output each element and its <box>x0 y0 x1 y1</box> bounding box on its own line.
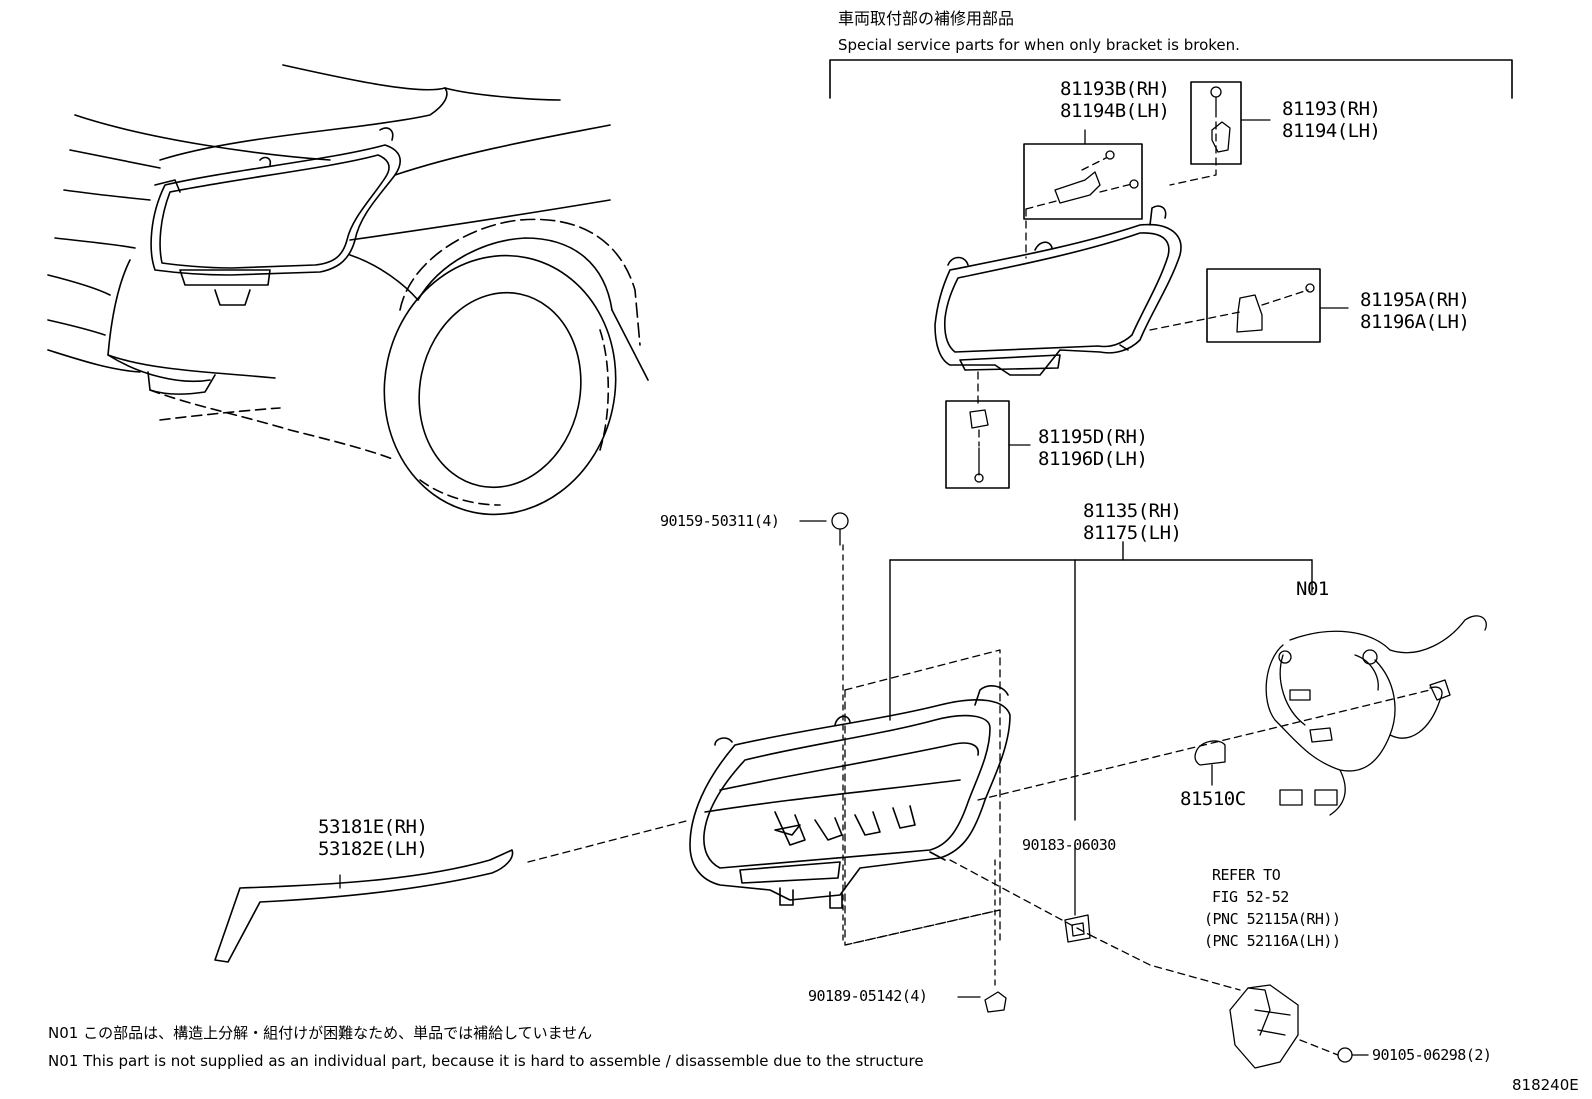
refer-line-4: (PNC 52116A(LH)) <box>1204 932 1341 950</box>
label-90159: 90159-50311(4) <box>660 512 780 530</box>
bulb-leader <box>977 689 1431 801</box>
small-headlamp <box>934 205 1182 376</box>
label-81196D: 81196D(LH) <box>1038 448 1148 470</box>
wire-harness-N01 <box>1265 615 1487 816</box>
molding-53181E <box>214 849 514 963</box>
clip-90183 <box>1064 844 1091 943</box>
assembly-bracket <box>889 541 1313 821</box>
header-title-jp: 車両取付部の補修用部品 <box>838 9 1015 28</box>
label-90189: 90189-05142(4) <box>808 987 928 1005</box>
label-81175: 81175(LH) <box>1083 522 1182 544</box>
label-90183: 90183-06030 <box>1022 836 1116 854</box>
label-81194: 81194(LH) <box>1282 120 1381 142</box>
dashed-leaders-bottom <box>949 859 1339 1056</box>
figure-id: 818240E <box>1512 1076 1579 1094</box>
molding-leader <box>527 819 691 863</box>
label-81195D: 81195D(RH) <box>1038 426 1148 448</box>
refer-line-1: REFER TO <box>1212 866 1281 884</box>
bracket-parts <box>969 86 1315 483</box>
label-N01: N01 <box>1296 578 1329 600</box>
car-front-view <box>47 64 649 516</box>
label-81196A: 81196A(LH) <box>1360 311 1470 333</box>
screw-90159 <box>799 512 849 941</box>
note-jp: N01 この部品は、構造上分解・組付けが困難なため、単品では補給していません <box>48 1024 593 1042</box>
special-parts-bracket <box>829 59 1513 99</box>
clip-90189 <box>957 854 1007 1013</box>
label-90105: 90105-06298(2) <box>1372 1046 1492 1064</box>
label-81194B: 81194B(LH) <box>1060 100 1170 122</box>
label-81135: 81135(RH) <box>1083 500 1182 522</box>
label-81193B: 81193B(RH) <box>1060 78 1170 100</box>
refer-line-3: (PNC 52115A(RH)) <box>1204 910 1341 928</box>
bulb-81510C <box>1194 740 1226 786</box>
label-81195A: 81195A(RH) <box>1360 289 1470 311</box>
lower-bracket <box>1229 984 1369 1069</box>
dashed-leaders-top <box>977 109 1309 447</box>
leaders-top <box>1008 119 1349 446</box>
label-53181E: 53181E(RH) <box>318 816 428 838</box>
main-headlamp <box>689 685 1011 909</box>
label-81193: 81193(RH) <box>1282 98 1381 120</box>
refer-line-2: FIG 52-52 <box>1212 888 1289 906</box>
label-53182E: 53182E(LH) <box>318 838 428 860</box>
main-mount-outline <box>844 649 1001 946</box>
label-81510C: 81510C <box>1180 788 1246 810</box>
header-title-en: Special service parts for when only brac… <box>838 36 1240 54</box>
note-en: N01 This part is not supplied as an indi… <box>48 1052 924 1070</box>
